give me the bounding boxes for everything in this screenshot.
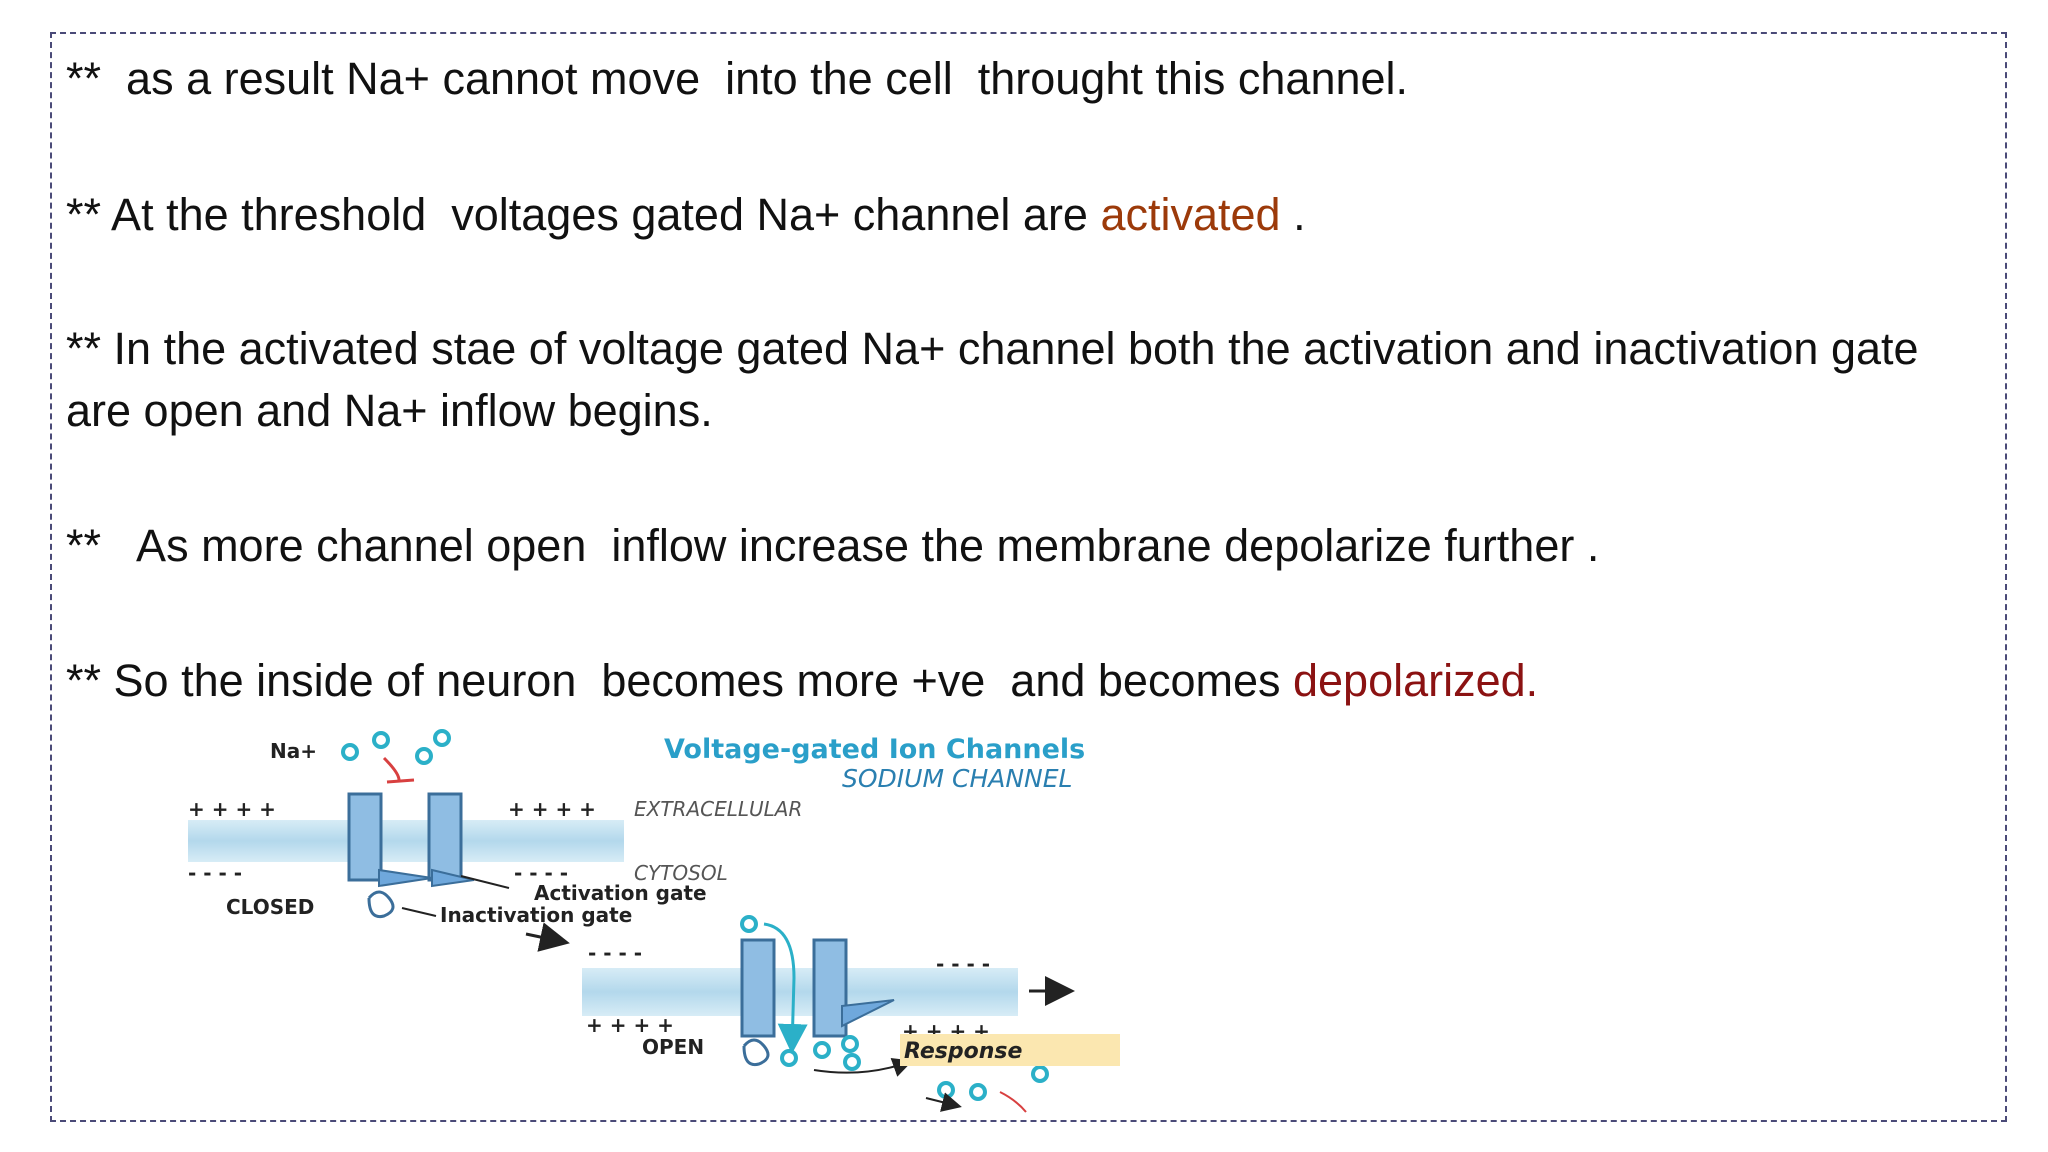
bullet-4: ** As more channel open inflow increase … <box>66 515 1599 577</box>
channel-subunit-right <box>427 792 463 882</box>
flow-arrow <box>813 1057 913 1077</box>
signal-arrow <box>999 1091 1027 1113</box>
response-box <box>900 1034 1120 1066</box>
na-ion-label: Na+ <box>270 739 317 763</box>
na-ion <box>740 915 758 933</box>
bullet-4-prefix: ** <box>66 520 102 571</box>
na-ion <box>937 1081 955 1099</box>
diagram-subtitle: SODIUM CHANNEL <box>842 764 1072 793</box>
bullet-1-text: as a result Na+ cannot move into the cel… <box>101 53 1409 104</box>
blocked-arrow <box>382 756 401 781</box>
bullet-5-prefix: ** <box>66 655 102 706</box>
bullet-5-highlight: depolarized. <box>1292 655 1539 706</box>
activation-gate-closed <box>431 868 475 888</box>
transition-arrow <box>525 922 570 952</box>
bullet-4-text: As more channel open inflow increase the… <box>101 520 1600 571</box>
flow-arrow <box>925 1092 962 1112</box>
inactivation-gate-label: Inactivation gate <box>440 903 632 927</box>
minus-charges-top-left: - - - - <box>588 941 642 965</box>
channel-subunit-left <box>740 938 776 1038</box>
activation-gate-label: Activation gate <box>534 881 707 905</box>
na-ion <box>1031 1065 1049 1083</box>
open-label: OPEN <box>642 1035 704 1059</box>
cytosol-label: CYTOSOL <box>634 861 728 885</box>
bullet-2-prefix: ** <box>66 189 102 240</box>
pointer-line <box>401 907 437 917</box>
activation-gate-open <box>841 999 895 1028</box>
inactivation-gate-closed <box>367 890 395 919</box>
na-ion <box>780 1049 798 1067</box>
bullet-1: ** as a result Na+ cannot move into the … <box>66 48 1408 110</box>
slide-frame <box>50 32 2007 1122</box>
sodium-channel-diagram: Voltage-gated Ion Channels SODIUM CHANNE… <box>174 728 1274 1116</box>
plus-charges-left: + + + + <box>188 797 276 821</box>
bullet-2: ** At the threshold voltages gated Na+ c… <box>66 184 1306 246</box>
bullet-3: ** In the activated stae of voltage gate… <box>66 318 1986 442</box>
bullet-5: ** So the inside of neuron becomes more … <box>66 650 1538 712</box>
na-ion <box>843 1053 861 1071</box>
membrane-closed <box>188 820 624 862</box>
na-ion <box>372 731 390 749</box>
na-ion <box>415 747 433 765</box>
membrane-open <box>582 968 1018 1016</box>
plus-charges-bottom-left: + + + + <box>586 1013 674 1037</box>
na-ion <box>841 1035 859 1053</box>
ion-flow-arrow <box>763 922 808 1054</box>
bullet-3-text: In the activated stae of voltage gated N… <box>66 323 1919 436</box>
channel-subunit-right <box>812 938 848 1038</box>
na-ion <box>433 729 451 747</box>
bullet-2-highlight: activated <box>1100 189 1281 240</box>
minus-charges-right: - - - - <box>514 861 568 885</box>
bullet-3-prefix: ** <box>66 323 102 374</box>
inactivation-gate-open <box>742 1038 770 1067</box>
na-ion <box>341 743 359 761</box>
pointer-line <box>460 875 510 889</box>
blocked-bar <box>386 778 415 784</box>
activation-gate-closed <box>378 868 433 888</box>
extracellular-label: EXTRACELLULAR <box>634 797 802 821</box>
channel-subunit-left <box>347 792 383 882</box>
bullet-1-prefix: ** <box>66 53 102 104</box>
minus-charges-left: - - - - <box>188 861 242 885</box>
diagram-title: Voltage-gated Ion Channels <box>664 734 1085 765</box>
closed-label: CLOSED <box>226 895 314 919</box>
na-ion <box>969 1083 987 1101</box>
bullet-5-text: So the inside of neuron becomes more +ve… <box>101 655 1293 706</box>
bullet-2-text: At the threshold voltages gated Na+ chan… <box>101 189 1101 240</box>
response-label: Response <box>904 1039 1022 1064</box>
bullet-2-suffix: . <box>1280 189 1306 240</box>
na-ion <box>813 1041 831 1059</box>
plus-charges-right: + + + + <box>508 797 596 821</box>
